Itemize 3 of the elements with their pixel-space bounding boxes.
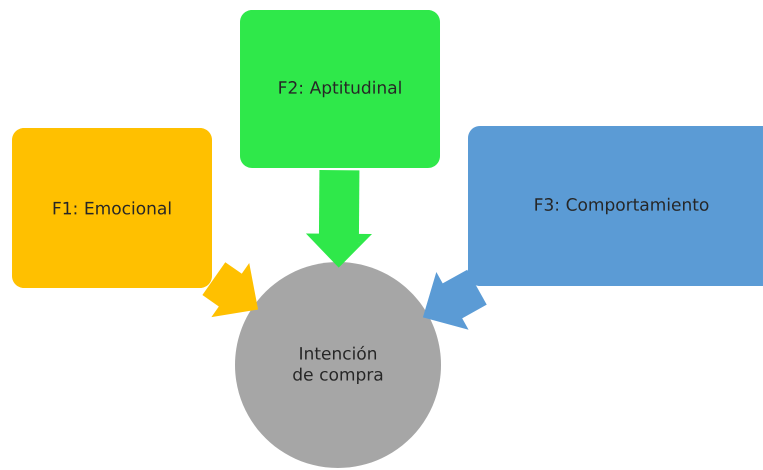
rounded-box: F2: Aptitudinal (240, 10, 440, 168)
rounded-box: F3: Comportamiento (468, 126, 763, 286)
rounded-box: F1: Emocional (12, 128, 212, 288)
